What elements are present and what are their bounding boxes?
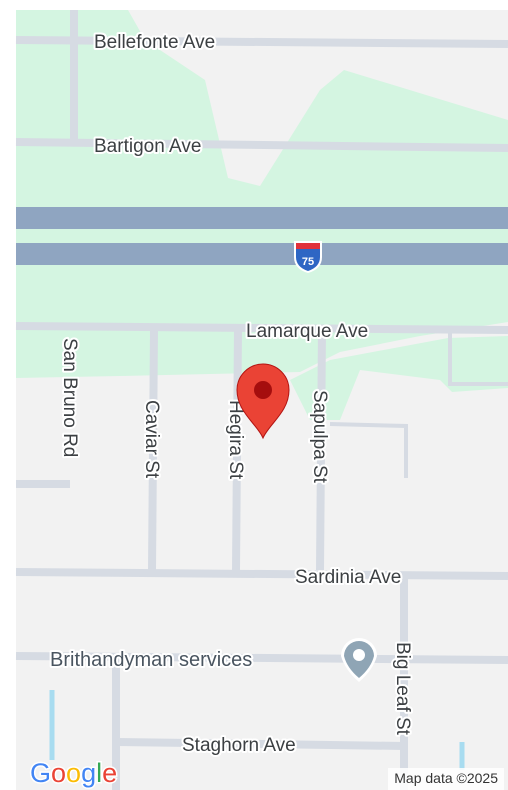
street-label-bellefonte: Bellefonte Ave	[94, 32, 215, 53]
place-pin-icon[interactable]	[341, 638, 377, 682]
park-area-east	[290, 336, 508, 420]
map-attribution: Map data ©2025	[388, 768, 504, 790]
roads	[15, 10, 508, 790]
google-logo: Google	[29, 757, 119, 790]
svg-text:Google: Google	[30, 758, 117, 788]
street-label-big-leaf: Big Leaf St	[392, 642, 413, 736]
street-label-staghorn: Staghorn Ave	[182, 735, 296, 756]
street-label-sardinia: Sardinia Ave	[295, 567, 401, 588]
street-label-bartigon: Bartigon Ave	[94, 136, 201, 157]
roads-thin	[329, 330, 508, 478]
street-label-caviar: Caviar St	[141, 400, 162, 479]
logo-letter: o	[51, 758, 66, 788]
logo-letter: G	[30, 758, 51, 788]
street-label-lamarque: Lamarque Ave	[246, 321, 368, 342]
street-label-hegira: Hegira St	[225, 400, 246, 480]
street-label-sapulpa: Sapulpa St	[309, 390, 330, 484]
highway	[16, 207, 508, 265]
poi-label[interactable]: Brithandyman services	[48, 647, 254, 673]
logo-letter: l	[96, 758, 102, 788]
street-label-san-bruno: San Bruno Rd	[59, 338, 80, 457]
logo-letter: e	[102, 758, 117, 788]
logo-letter: g	[81, 758, 96, 788]
interstate-shield-icon: 75	[294, 241, 322, 273]
map-pin-icon[interactable]	[236, 363, 290, 440]
park-area	[16, 10, 508, 378]
water	[49, 690, 465, 770]
highway-shield-number: 75	[302, 256, 314, 268]
logo-letter: o	[66, 758, 81, 788]
